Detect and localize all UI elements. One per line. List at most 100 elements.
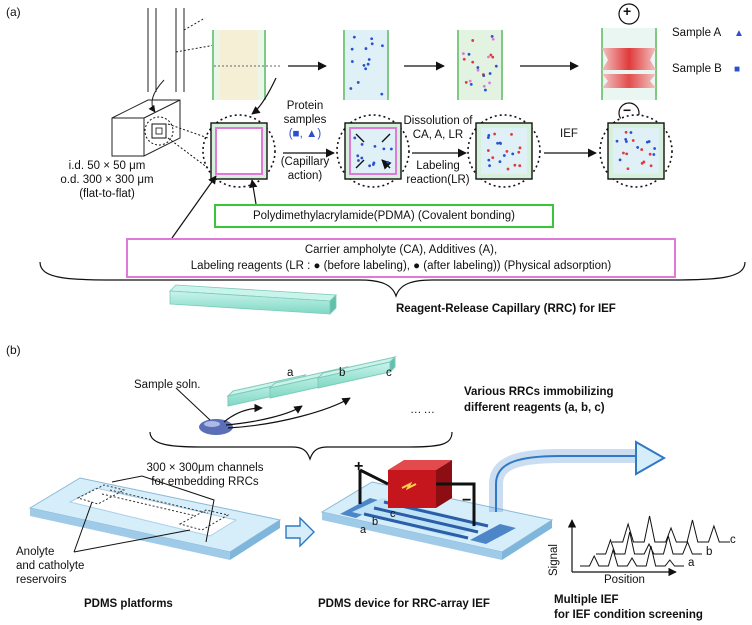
various-rrcs-line-1: Various RRCs immobilizing bbox=[464, 386, 614, 398]
particle-dot bbox=[494, 64, 498, 68]
rrc-label-a: a bbox=[287, 367, 294, 379]
pdma-text: Polydimethylacrylamide(PDMA) (Covalent b… bbox=[252, 210, 516, 222]
particle-dot bbox=[640, 148, 644, 151]
particle-dot bbox=[350, 47, 354, 51]
signal-axis-label: Signal bbox=[548, 544, 560, 576]
particle-dot bbox=[624, 138, 628, 141]
particle-dot bbox=[352, 35, 356, 39]
channels-line-2: for embedding RRCs bbox=[151, 476, 259, 488]
brace-b bbox=[149, 431, 453, 461]
particle-dot bbox=[489, 53, 493, 57]
particle-dot bbox=[483, 88, 487, 92]
dissolution-line-2: CA, A, LR bbox=[412, 129, 464, 141]
minus-sign: − bbox=[623, 102, 632, 118]
particle-dot bbox=[618, 158, 622, 162]
particle-dot bbox=[370, 37, 374, 41]
particle-dot bbox=[487, 158, 491, 162]
particle-dot bbox=[502, 154, 506, 157]
particle-dot bbox=[353, 136, 357, 140]
particle-dot bbox=[482, 84, 486, 88]
particle-dot bbox=[356, 81, 360, 84]
particle-dot bbox=[498, 141, 502, 145]
particle-dot bbox=[381, 44, 384, 48]
trace-b bbox=[596, 531, 702, 555]
curved-blue-arrow bbox=[489, 449, 650, 512]
particle-dot bbox=[380, 92, 384, 96]
particle-dot bbox=[367, 58, 371, 61]
pdms-platform bbox=[28, 477, 282, 560]
pdms-device-label: PDMS device for RRC-array IEF bbox=[318, 598, 490, 610]
particle-dot bbox=[493, 132, 497, 136]
particle-dot bbox=[625, 140, 628, 143]
particle-dot bbox=[373, 145, 377, 148]
panel-a-label: (a) bbox=[6, 5, 21, 19]
particle-dot bbox=[513, 163, 517, 167]
particle-dot bbox=[631, 139, 635, 142]
reagents-line-1: Carrier ampholyte (CA), Additives (A), bbox=[304, 244, 498, 256]
particle-dot bbox=[350, 60, 354, 63]
particle-dot bbox=[362, 63, 366, 67]
device-label-a: a bbox=[360, 524, 367, 536]
labeling-line-2: reaction(LR) bbox=[406, 174, 470, 186]
particle-dot bbox=[487, 55, 490, 59]
particle-dot bbox=[476, 68, 480, 72]
signal-chart bbox=[567, 515, 730, 577]
particle-dot bbox=[468, 79, 472, 83]
plus-sign: + bbox=[623, 3, 632, 19]
capillary-segment-samples bbox=[343, 30, 389, 100]
dims-line-3: (flat-to-flat) bbox=[79, 188, 135, 200]
particle-dot bbox=[518, 164, 522, 168]
particle-dot bbox=[647, 140, 651, 143]
particle-dot bbox=[471, 39, 475, 42]
protein-line-3: (■, ▲) bbox=[288, 128, 322, 140]
dims-line-2: o.d. 300 × 300 μm bbox=[60, 174, 154, 186]
particle-dot bbox=[517, 150, 521, 154]
sample-a-marker: ▲ bbox=[734, 28, 744, 39]
particle-dot bbox=[490, 34, 494, 38]
dims-line-1: i.d. 50 × 50 μm bbox=[68, 160, 146, 172]
particle-dot bbox=[488, 164, 491, 168]
particle-dot bbox=[518, 146, 522, 150]
particle-dot bbox=[506, 167, 510, 171]
sample-drop bbox=[199, 419, 233, 435]
position-axis-label: Position bbox=[604, 574, 645, 586]
particle-dot bbox=[626, 167, 630, 171]
particle-dot bbox=[624, 130, 628, 134]
particle-dot bbox=[511, 152, 515, 156]
panel-b-label: (b) bbox=[6, 343, 21, 357]
rrc-label-b: b bbox=[339, 367, 346, 379]
cross-section-coated bbox=[202, 114, 276, 188]
particle-dot bbox=[487, 133, 491, 137]
particle-dot bbox=[629, 131, 633, 134]
particle-dot bbox=[488, 72, 492, 75]
particle-dot bbox=[498, 160, 502, 164]
plus-terminal: + bbox=[354, 458, 364, 475]
protein-line-5: action) bbox=[287, 170, 323, 182]
particle-dot bbox=[469, 82, 473, 86]
particle-dot bbox=[649, 164, 653, 168]
device-label-b: b bbox=[372, 516, 379, 528]
dissolution-line-1: Dissolution of bbox=[403, 115, 473, 127]
particle-dot bbox=[653, 147, 657, 150]
particle-dot bbox=[386, 160, 390, 164]
rrc-label-c: c bbox=[386, 367, 392, 379]
particle-dot bbox=[615, 139, 619, 143]
particle-dot bbox=[464, 80, 468, 84]
particle-dot bbox=[491, 55, 495, 59]
multiple-ief-line-1: Multiple IEF bbox=[554, 594, 619, 606]
ief-label: IEF bbox=[560, 128, 578, 140]
various-rrcs-line-2: different reagents (a, b, c) bbox=[464, 402, 605, 414]
particle-dot bbox=[622, 151, 625, 155]
pdms-device bbox=[320, 481, 554, 560]
multiple-ief-line-2: for IEF condition screening bbox=[554, 609, 703, 621]
particle-dot bbox=[370, 42, 374, 46]
particle-dot bbox=[467, 52, 471, 56]
plus-electrode-icon bbox=[618, 3, 640, 25]
particle-dot bbox=[482, 74, 486, 78]
particle-dot bbox=[371, 163, 375, 166]
particle-dot bbox=[364, 67, 368, 71]
trace-label-a: a bbox=[688, 557, 695, 569]
particle-dot bbox=[368, 164, 372, 168]
particle-dot bbox=[636, 145, 640, 149]
